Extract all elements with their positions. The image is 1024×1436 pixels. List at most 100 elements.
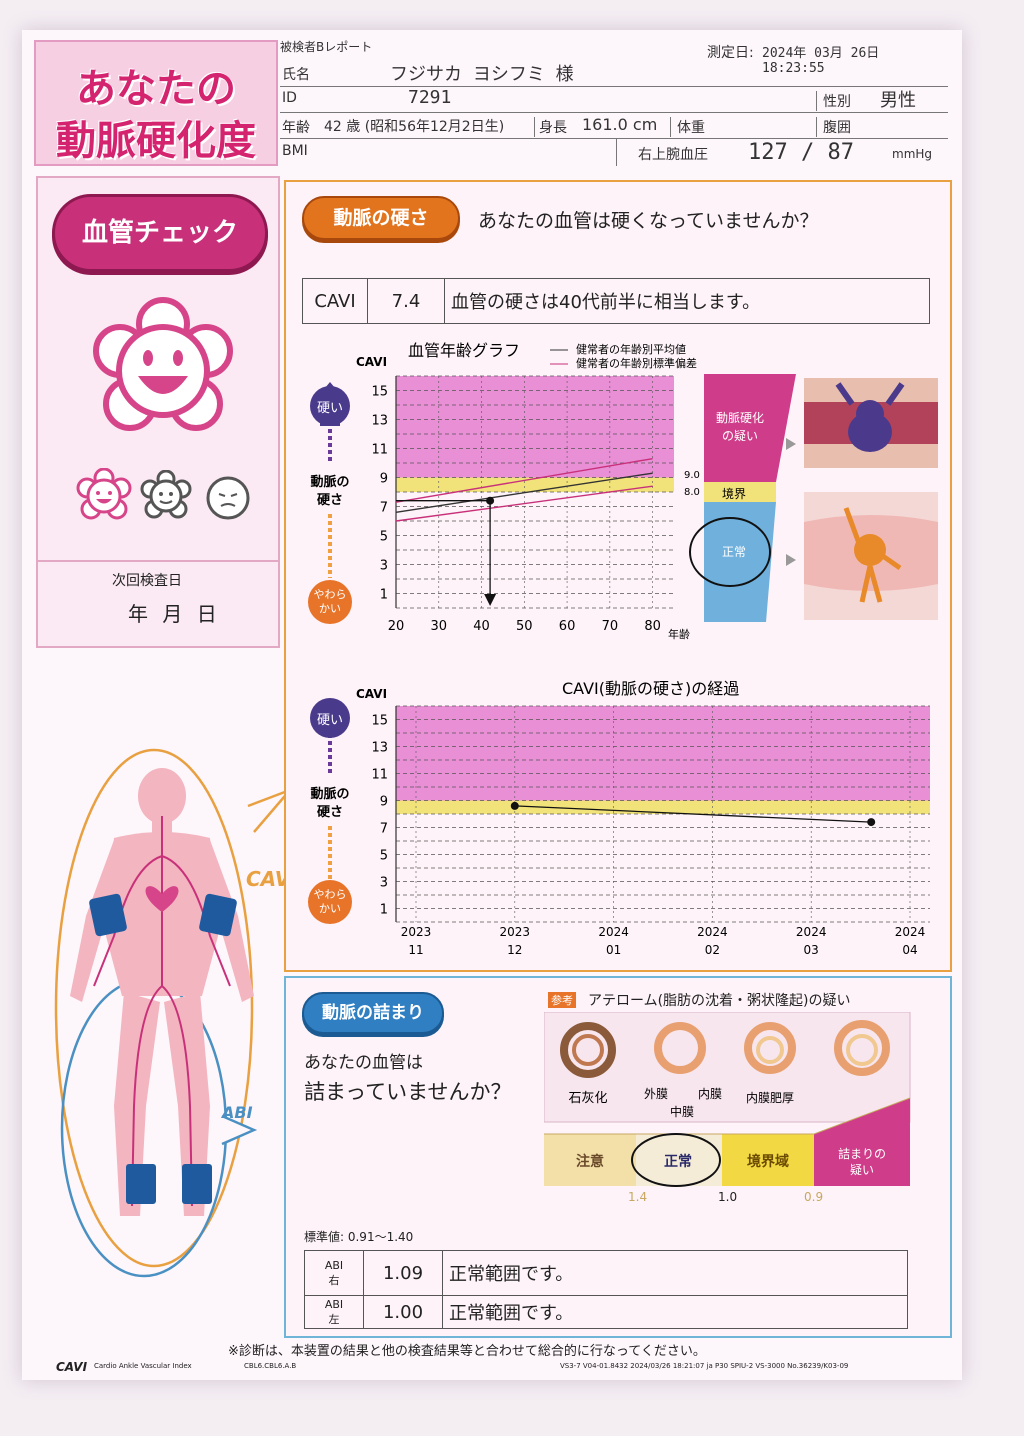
bp-unit: mmHg <box>892 147 933 161</box>
legend-mean: 健常者の年齢別平均値 <box>576 342 686 356</box>
zone-normal: 正常 <box>722 545 746 559</box>
vessel-check-panel: 血管チェック <box>36 176 280 648</box>
body-abi-label: ABI <box>220 1103 253 1122</box>
inner-label: 内膜 <box>698 1087 722 1101</box>
next-exam-label: 次回検査日 <box>112 573 182 589</box>
cavi-course-chart: CAVI(動脈の硬さ)の経過 CAVI 20231120231220240120… <box>356 679 930 957</box>
y-tick-label: 13 <box>371 414 388 429</box>
zone-normal-abi: 正常 <box>664 1153 692 1170</box>
x-tick-month: 11 <box>408 943 423 957</box>
threshold-8: 8.0 <box>684 487 700 498</box>
waist-label: 腹囲 <box>816 117 851 137</box>
y-tick-label: 5 <box>380 530 388 545</box>
id-row: ID 7291 性別 男性 <box>280 86 948 113</box>
x-tick-year: 2023 <box>500 925 531 939</box>
soft-label-1a: やわら <box>314 588 347 601</box>
x-tick-year: 2024 <box>796 925 827 939</box>
healthy-vessel-illustration <box>804 492 938 620</box>
course-point <box>867 818 876 827</box>
x-tick-year: 2024 <box>697 925 728 939</box>
abi-scale-diagram: 石灰化 外膜 内膜 中膜 内膜肥厚 注意 正常 境界域 詰まりの 疑い <box>544 1012 911 1187</box>
course-point <box>510 801 519 810</box>
series-line-2 <box>395 485 653 522</box>
y-tick-label: 9 <box>380 472 388 487</box>
artery-label-2a: 動脈の <box>310 786 349 802</box>
vessel-check-button: 血管チェック <box>52 194 268 272</box>
bp-label: 右上腕血圧 <box>638 147 708 163</box>
x-tick-month: 01 <box>606 943 621 957</box>
footer-note: ※診断は、本装置の結果と他の検査結果等と合わせて総合的に行なってください。 <box>228 1344 706 1359</box>
weight-label: 体重 <box>670 117 705 137</box>
hard-label-1: 硬い <box>317 401 343 416</box>
zone-caution: 注意 <box>576 1153 604 1170</box>
x-tick-month: 03 <box>804 943 819 957</box>
blockage-panel: 動脈の詰まり あなたの血管は 詰まっていませんか？ 参考 アテローム(脂肪の沈着… <box>284 976 952 1338</box>
neutral-flower-icon <box>140 470 192 519</box>
intima-label: 内膜肥厚 <box>746 1091 794 1105</box>
athero-title: アテローム(脂肪の沈着・粥状隆起)の疑い <box>588 993 851 1009</box>
zone-border-band <box>396 800 930 814</box>
footer-brand-code: CBL6.CBL6.A.B <box>244 1362 297 1370</box>
y-tick-label: 9 <box>380 795 388 810</box>
soft-label-1b: かい <box>319 602 341 615</box>
y-tick-label: 15 <box>371 714 388 729</box>
x-tick-label: 50 <box>516 619 533 634</box>
age-chart-title: 血管年齢グラフ <box>408 341 520 360</box>
x-tick-year: 2024 <box>598 925 629 939</box>
zone-block-1: 詰まりの <box>838 1146 886 1161</box>
zone-suspect-band <box>396 376 674 478</box>
y-tick-label: 11 <box>371 443 388 458</box>
height-value: 161.0 cm <box>582 115 658 134</box>
media-label: 中膜 <box>670 1104 694 1119</box>
next-exam-value: 年 月 日 <box>128 602 221 626</box>
artery-label-2b: 硬さ <box>317 805 343 820</box>
id-value: 7291 <box>408 87 452 108</box>
footer-brand-sub: Cardio Ankle Vascular Index <box>94 1362 192 1370</box>
point-arrowhead <box>484 594 497 606</box>
name-row: 氏名 フジサカ ヨシフミ 様 <box>280 60 948 87</box>
soft-label-2a: やわら <box>314 888 347 901</box>
x-tick-month: 02 <box>705 943 720 957</box>
footer-meta: VS3-7 V04-01.8432 2024/03/26 18:21:07 ja… <box>560 1362 849 1370</box>
blockage-question-1: あなたの血管は <box>304 1053 423 1073</box>
y-tick-label: 11 <box>371 768 388 783</box>
y-tick-label: 1 <box>380 588 388 603</box>
sex-value: 男性 <box>880 90 916 111</box>
cavi-value-cell: 7.4 <box>367 278 445 324</box>
bmi-label: BMI <box>282 143 308 159</box>
measured-date: 2024年 03月 26日 18:23:55 <box>762 46 880 76</box>
y-tick-label: 7 <box>380 501 388 516</box>
age-value: 42 歳 (昭和56年12月2日生) <box>324 119 505 135</box>
stiffness-direction-labels: 硬い 動脈の 硬さ やわら かい 硬い 動脈の 硬さ やわら かい <box>308 382 352 924</box>
x-tick-label: 40 <box>473 619 490 634</box>
tick-0-9: 0.9 <box>804 1190 824 1204</box>
zone-border-band <box>396 477 674 492</box>
abi-right-label-1: ABI <box>324 1258 344 1272</box>
x-tick-label: 80 <box>644 619 661 634</box>
cavi-comment-cell: 血管の硬さは40代前半に相当します。 <box>444 278 930 324</box>
course-chart-title: CAVI(動脈の硬さ)の経過 <box>562 679 739 698</box>
age-label: 年齢 <box>282 120 310 136</box>
series-line-0 <box>395 472 653 513</box>
measured-label: 測定日: <box>707 45 754 61</box>
stiffness-badge: 動脈の硬さ <box>302 196 460 240</box>
body-illustration: CAVI ABI <box>54 748 298 1278</box>
x-tick-year: 2024 <box>895 925 926 939</box>
y-tick-label: 3 <box>380 876 388 891</box>
course-chart-ylabel: CAVI <box>356 687 387 701</box>
small-smile-flower-icon <box>76 468 132 520</box>
big-smile-flower-icon <box>93 297 233 431</box>
age-row: 年齢 42 歳 (昭和56年12月2日生) 身長 161.0 cm 体重 腹囲 <box>280 112 948 139</box>
blockage-badge: 動脈の詰まり <box>302 992 444 1034</box>
sad-face-icon <box>206 476 250 520</box>
calc-label: 石灰化 <box>568 1091 607 1106</box>
abi-left-label-1: ABI <box>324 1297 344 1311</box>
stiffness-question: あなたの血管は硬くなっていませんか？ <box>478 210 819 232</box>
soft-label-2b: かい <box>319 902 341 915</box>
stiff-vessel-illustration <box>804 378 938 468</box>
report-type: 被検者Bレポート <box>280 40 373 54</box>
age-chart-xlabel: 年齢 <box>668 627 690 641</box>
zone-suspect-band <box>396 706 930 801</box>
x-tick-label: 20 <box>388 619 405 634</box>
